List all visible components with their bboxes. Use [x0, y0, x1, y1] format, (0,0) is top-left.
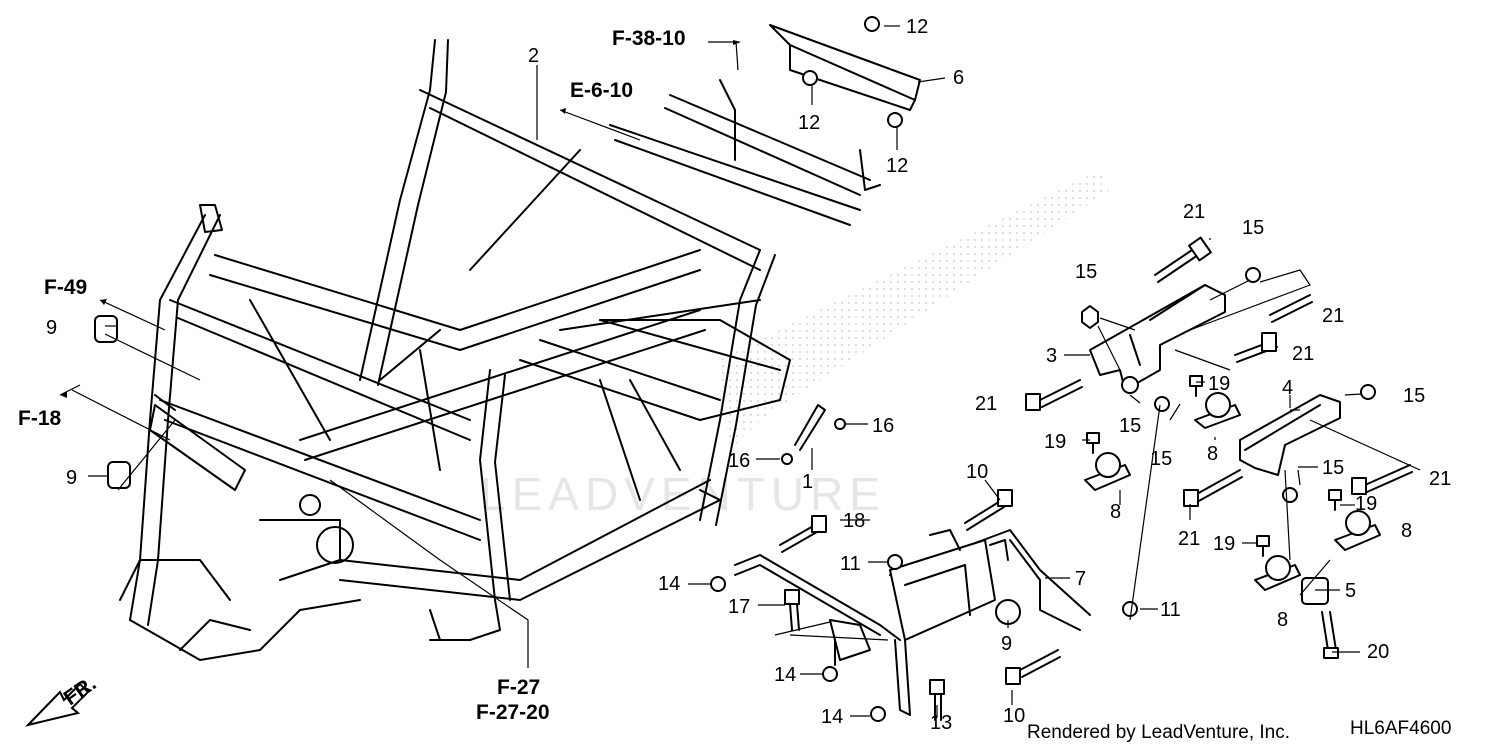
- ref-e-6-10: E-6-10: [570, 79, 633, 102]
- callout-15d: 15: [1150, 448, 1172, 470]
- part-12-nuts: [802, 16, 903, 128]
- callout-8b: 8: [1110, 501, 1121, 523]
- arrowhead-e6: [560, 108, 566, 114]
- callout-3: 3: [1046, 345, 1057, 367]
- callout-7: 7: [1075, 568, 1086, 590]
- callout-21f: 21: [1178, 528, 1200, 550]
- main-frame: [119, 39, 881, 661]
- callout-15c: 15: [1119, 415, 1141, 437]
- callout-16a: 16: [872, 415, 894, 437]
- callout-15f: 15: [1322, 457, 1344, 479]
- callout-19c: 19: [1355, 493, 1377, 515]
- watermark-text: LEADVENTURE: [480, 468, 886, 520]
- callout-12a: 12: [906, 16, 928, 38]
- callout-18: 18: [843, 510, 865, 532]
- callout-21d: 21: [975, 393, 997, 415]
- callout-15a: 15: [1242, 217, 1264, 239]
- callout-2: 2: [528, 45, 539, 67]
- lower-bolts: [779, 489, 1061, 721]
- callout-19b: 19: [1044, 431, 1066, 453]
- callout-13: 13: [930, 712, 952, 734]
- part-21-bolts: [1025, 236, 1413, 507]
- part-19-bolts: [1086, 375, 1342, 557]
- callout-12c: 12: [886, 155, 908, 177]
- callout-19a: 19: [1208, 373, 1230, 395]
- callout-10a: 10: [966, 461, 988, 483]
- watermark-pattern: [720, 170, 1110, 450]
- part-1-bracket: [781, 404, 846, 465]
- callout-15b: 15: [1075, 261, 1097, 283]
- callout-11b: 11: [1160, 599, 1181, 621]
- diagram-code: HL6AF4600: [1350, 718, 1451, 739]
- callout-16b: 16: [728, 450, 750, 472]
- callout-21b: 21: [1322, 305, 1344, 327]
- ref-f-38-10: F-38-10: [612, 27, 686, 50]
- part-4-mount-bracket: [1239, 394, 1341, 476]
- callout-19d: 19: [1213, 533, 1235, 555]
- arrowhead-f18: [60, 391, 67, 398]
- callout-8d: 8: [1277, 609, 1288, 631]
- arrowhead-f49: [100, 299, 107, 305]
- callout-12b: 12: [798, 112, 820, 134]
- callout-6: 6: [953, 67, 964, 89]
- lower-bracket: [829, 619, 871, 666]
- part-6-cover-plate: [769, 24, 921, 111]
- ref-f-49: F-49: [44, 276, 87, 299]
- callout-21e: 21: [1429, 468, 1451, 490]
- callout-8a: 8: [1207, 443, 1218, 465]
- callout-9c: 9: [1001, 633, 1012, 655]
- callout-14c: 14: [821, 706, 843, 728]
- callout-14a: 14: [658, 573, 680, 595]
- front-direction-arrow: FR.: [24, 672, 101, 727]
- callout-1: 1: [802, 471, 813, 493]
- part-3-mount-bracket: [1089, 284, 1226, 391]
- callout-20: 20: [1367, 641, 1389, 663]
- part-8-rubber-mounts: [1084, 392, 1381, 591]
- part-15-nuts: [1081, 267, 1376, 503]
- leader-lines: [59, 25, 1421, 718]
- ref-f-27: F-27: [497, 676, 540, 699]
- callout-17: 17: [728, 596, 750, 618]
- callout-10b: 10: [1003, 705, 1025, 727]
- part-20-bolt: [1321, 611, 1339, 659]
- callout-8c: 8: [1401, 520, 1412, 542]
- part-5-collar: [1301, 577, 1329, 605]
- footer-credit: Rendered by LeadVenture, Inc.: [1027, 722, 1290, 743]
- ref-f-18: F-18: [18, 407, 62, 430]
- callout-labels: 1 2 3 4 5 6 7 8 8 8 8 9 9 9 10 10 11 11 …: [46, 16, 1451, 734]
- ref-f-27-20: F-27-20: [476, 701, 550, 724]
- arrowhead-f38: [733, 40, 741, 45]
- callout-4: 4: [1282, 377, 1293, 399]
- lower-nuts: [710, 554, 1138, 722]
- callout-9a: 9: [46, 317, 57, 339]
- callout-21c: 21: [1292, 343, 1314, 365]
- reference-labels: F-38-10 E-6-10 F-49 F-18 F-27 F-27-20: [18, 27, 686, 724]
- callout-11a: 11: [840, 553, 861, 575]
- callout-5: 5: [1345, 580, 1356, 602]
- callout-9b: 9: [66, 467, 77, 489]
- callout-14b: 14: [774, 664, 796, 686]
- callout-21a: 21: [1183, 201, 1205, 223]
- part-7-subframe: [734, 529, 1091, 716]
- callout-15e: 15: [1403, 385, 1425, 407]
